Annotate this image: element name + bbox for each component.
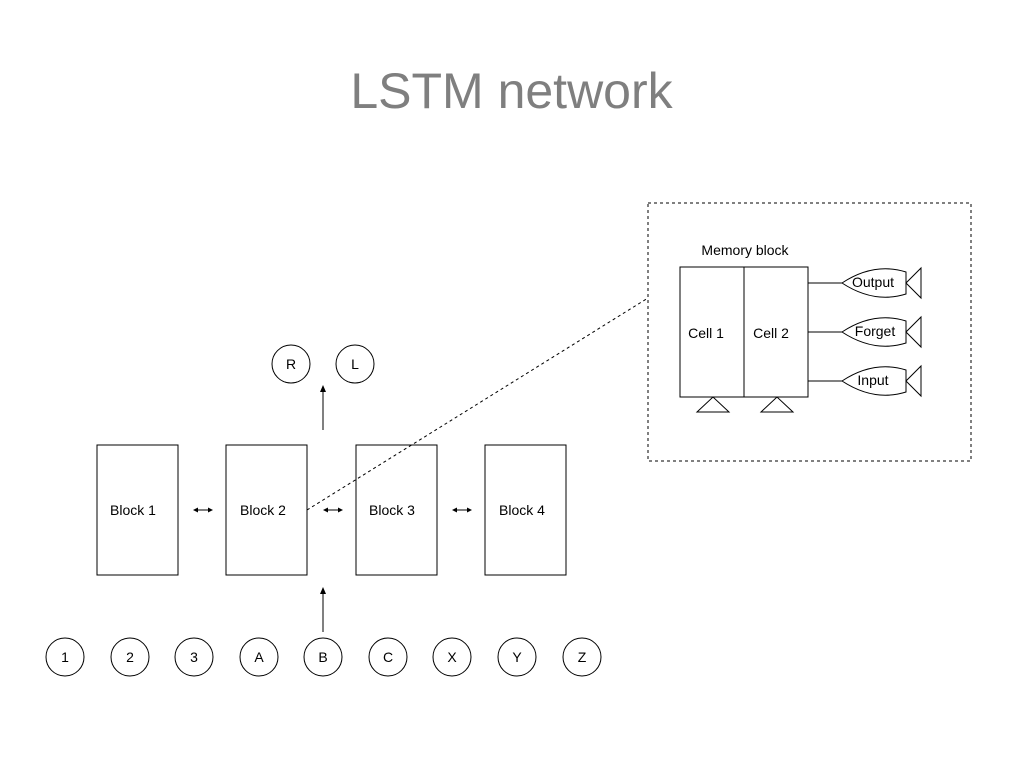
block-link-1-2 [193,507,213,513]
input-symbol-1-label: 1 [61,649,69,665]
input-symbol-b-label: B [318,649,327,665]
input-symbol-y: Y [497,637,537,677]
memory-cell-2-label: Cell 2 [753,325,789,341]
input-symbol-z-label: Z [578,649,587,665]
block-1: Block 1 [96,444,179,576]
block-2-label: Block 2 [240,502,286,518]
input-symbol-a-label: A [254,649,264,665]
input-symbol-2: 2 [110,637,150,677]
memory-cell-1: Cell 1 [679,266,745,398]
input-symbol-x-label: X [447,649,457,665]
memory-block-label: Memory block [701,242,789,258]
input-symbol-x: X [432,637,472,677]
slide-title: LSTM network [350,63,673,119]
input-symbol-3: 3 [174,637,214,677]
gate-forget: Forget [808,315,922,349]
input-symbol-c: C [368,637,408,677]
input-symbol-a: A [239,637,279,677]
output-symbol-l: L [335,344,375,384]
input-symbol-y-label: Y [512,649,522,665]
cell-2-triangle [759,396,795,413]
block-3-label: Block 3 [369,502,415,518]
block-link-2-3 [323,507,343,513]
block-4: Block 4 [484,444,567,576]
input-symbol-3-label: 3 [190,649,198,665]
block-4-label: Block 4 [499,502,545,518]
input-symbol-z: Z [562,637,602,677]
block-3: Block 3 [355,444,438,576]
memory-block-inset: Memory block Cell 1 Cell 2 Output Forget [647,202,972,462]
input-symbol-2-label: 2 [126,649,134,665]
memory-cell-1-label: Cell 1 [688,325,724,341]
gate-input: Input [808,364,922,398]
input-symbol-c-label: C [383,649,393,665]
output-symbol-r-label: R [286,356,296,372]
cell-1-triangle [695,396,731,413]
block-1-label: Block 1 [110,502,156,518]
gate-forget-label: Forget [855,323,896,339]
input-symbol-b: B [303,637,343,677]
output-symbol-l-label: L [351,356,359,372]
output-symbol-r: R [271,344,311,384]
memory-cell-2: Cell 2 [743,266,809,398]
block-link-3-4 [452,507,472,513]
input-symbol-1: 1 [45,637,85,677]
block-2: Block 2 [225,444,308,576]
gate-input-label: Input [857,372,888,388]
zoom-connector-line [306,297,649,511]
gate-output: Output [808,266,922,300]
gate-output-label: Output [852,274,894,290]
